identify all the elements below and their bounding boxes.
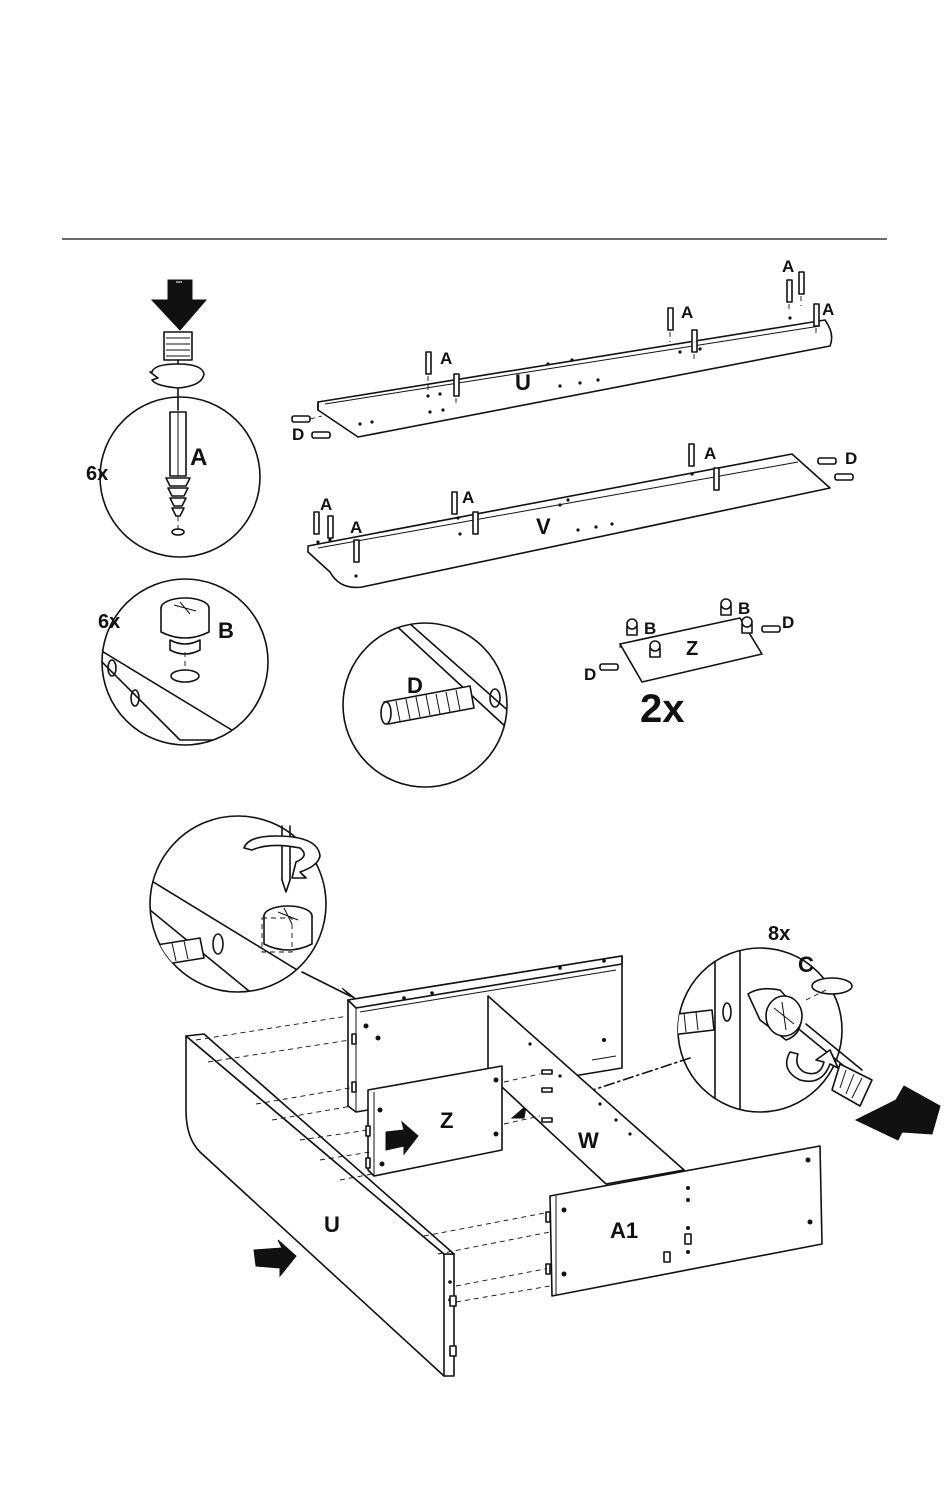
- label-d: D: [584, 665, 596, 684]
- label-d: D: [782, 613, 794, 632]
- dowel-marker: [450, 1346, 456, 1356]
- label-a: A: [782, 257, 794, 276]
- qty-6x-a: 6x: [86, 463, 108, 485]
- detail-cam-lock-c: C 8x: [660, 923, 940, 1140]
- cam-bolt-marker: [685, 1234, 691, 1244]
- cam-lock-c: [262, 906, 312, 952]
- label-v: V: [536, 514, 551, 539]
- detail-d-dowel: D: [343, 615, 530, 787]
- detail-b-cam-lock: B 6x: [98, 579, 268, 745]
- label-z-insert: Z: [440, 1108, 453, 1133]
- label-w: W: [578, 1128, 599, 1153]
- label-u-top: U: [515, 370, 531, 395]
- label-d: D: [292, 425, 304, 444]
- label-u-side: U: [324, 1212, 340, 1237]
- label-a: A: [822, 300, 834, 319]
- qty-6x-b: 6x: [98, 611, 120, 633]
- push-arrow-icon: [254, 1240, 296, 1276]
- press-arrow-icon: [856, 1086, 940, 1140]
- pointer-line: [302, 972, 350, 996]
- label-a: A: [320, 495, 332, 514]
- panel-u-top: A A A A D U: [292, 257, 834, 444]
- detail-a-cam-bolt: A 6x: [86, 280, 260, 557]
- cam-cap: [812, 978, 852, 994]
- label-a: A: [704, 444, 716, 463]
- label-c: C: [798, 952, 814, 977]
- label-b: B: [738, 599, 750, 618]
- panel-v: A A A A D V: [308, 444, 857, 587]
- label-z-small: Z: [686, 638, 698, 660]
- label-a: A: [681, 303, 693, 322]
- label-a: A: [440, 349, 452, 368]
- qty-8x: 8x: [768, 923, 790, 945]
- label-d-detail: D: [407, 673, 423, 698]
- cam-bolt-marker: [664, 1252, 670, 1262]
- label-b: B: [644, 619, 656, 638]
- label-a: A: [350, 518, 362, 537]
- label-a: A: [462, 488, 474, 507]
- rotate-arrow-icon: [150, 364, 204, 388]
- dowel-marker: [450, 1296, 456, 1306]
- qty-2x: 2x: [640, 687, 685, 731]
- panel-z-small: B B D D Z 2x: [584, 599, 794, 731]
- label-d: D: [845, 449, 857, 468]
- label-a1: A1: [610, 1218, 638, 1243]
- label-a-detail: A: [190, 444, 207, 471]
- label-b-detail: B: [218, 618, 234, 643]
- press-arrow-icon: [152, 280, 206, 330]
